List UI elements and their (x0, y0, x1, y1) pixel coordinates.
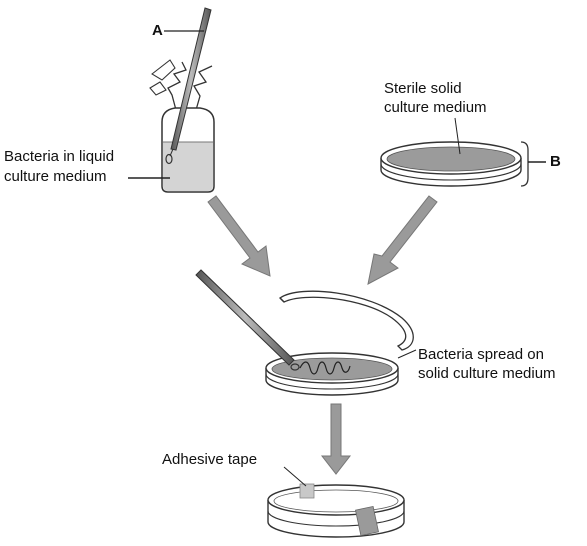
plate-lid (278, 290, 414, 351)
paper-scrap-left (149, 59, 176, 96)
label-tape-leader (283, 466, 307, 487)
bacteria-streak (299, 361, 351, 375)
label-spread-leader (397, 349, 417, 359)
label-sterile-leader (454, 117, 461, 155)
label-sterile-medium-line1: Sterile solid (384, 80, 462, 97)
solid-medium (386, 146, 516, 172)
inoculating-loop-a (165, 7, 212, 165)
bracket-b (520, 141, 529, 187)
culture-bottle (149, 59, 215, 193)
arrow-spread-to-taped (320, 403, 352, 475)
label-liquid-culture-line2: culture medium (4, 168, 107, 185)
sterile-plate (380, 141, 522, 187)
loop-tip-icon (165, 153, 173, 165)
spreading-rod (195, 269, 300, 371)
rod-loop-icon (290, 363, 300, 371)
bottle-neck-wrap (167, 61, 213, 111)
adhesive-tape-right (355, 505, 379, 537)
taped-plate (267, 483, 405, 538)
label-liquid-culture-line1: Bacteria in liquid (4, 148, 115, 165)
label-b: B (550, 153, 561, 170)
arrow-bottle-to-plate (207, 195, 271, 277)
label-sterile-medium-line2: culture medium (384, 99, 487, 116)
spread-plate (265, 290, 414, 396)
label-spread-line2: solid culture medium (418, 365, 556, 382)
liquid-medium (163, 142, 213, 191)
label-a: A (152, 22, 163, 39)
label-spread-line1: Bacteria spread on (418, 346, 544, 363)
arrow-sterile-to-plate (367, 195, 438, 285)
label-adhesive-tape: Adhesive tape (162, 451, 258, 468)
adhesive-tape-left (299, 483, 315, 499)
spread-medium (271, 357, 393, 381)
